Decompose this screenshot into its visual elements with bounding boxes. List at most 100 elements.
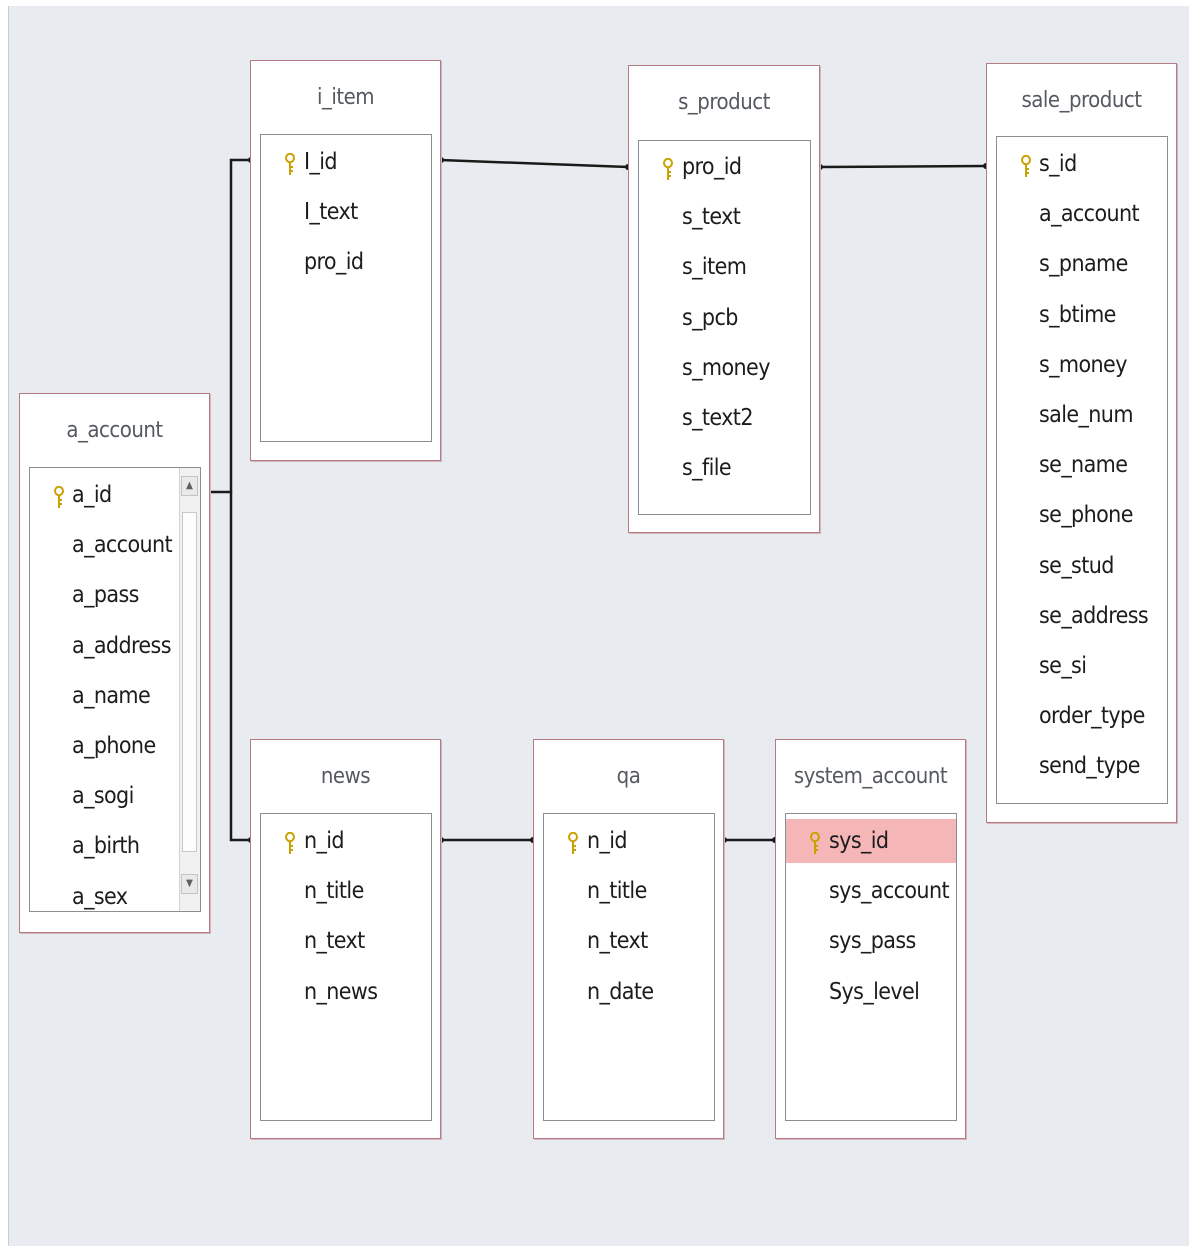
column-name: s_money [1039, 351, 1127, 378]
column-name: sys_account [829, 878, 950, 905]
column-row-s_money[interactable]: s_money [997, 343, 1167, 387]
column-row-s_file[interactable]: s_file [639, 446, 810, 490]
table-title: news [320, 764, 371, 789]
column-list: s_id a_account s_pname s_btime s_money sale_n… [996, 136, 1168, 804]
column-name: s_text2 [682, 405, 753, 431]
column-row-a_account[interactable]: a_account [30, 523, 180, 567]
column-row-n_text[interactable]: n_text [544, 919, 714, 963]
column-name: a_pass [72, 582, 139, 609]
column-row-s_pname[interactable]: s_pname [997, 242, 1167, 286]
column-name: sys_id [829, 828, 889, 854]
column-row-s_item[interactable]: s_item [639, 245, 810, 289]
column-row-s_text[interactable]: s_text [639, 195, 810, 239]
column-row-se_name[interactable]: se_name [997, 443, 1167, 487]
column-name: n_title [587, 878, 647, 905]
table-s_product[interactable]: s_product pro_id s_text s_item s_pcb s_money… [628, 65, 820, 533]
column-name: s_money [682, 354, 770, 381]
column-name: n_news [304, 978, 378, 1005]
column-row-n_title[interactable]: n_title [544, 869, 714, 913]
table-title: s_product [678, 90, 770, 115]
column-row-send_type[interactable]: send_type [997, 744, 1167, 788]
column-row-se_stud[interactable]: se_stud [997, 544, 1167, 588]
column-name: a_phone [72, 733, 156, 759]
column-row-a_id[interactable]: a_id [30, 473, 180, 517]
column-row-sys_account[interactable]: sys_account [786, 869, 956, 913]
column-row-n_date[interactable]: n_date [544, 970, 714, 1014]
column-row-se_phone[interactable]: se_phone [997, 493, 1167, 537]
scroll-thumb[interactable] [182, 512, 197, 852]
column-row-s_money[interactable]: s_money [639, 346, 810, 390]
column-row-Sys_level[interactable]: Sys_level [786, 970, 956, 1014]
column-row-a_birth[interactable]: a_birth [30, 824, 180, 868]
column-name: a_birth [72, 833, 140, 860]
column-name: a_sogi [72, 783, 134, 810]
column-name: a_account [1039, 201, 1140, 228]
column-row-se_si[interactable]: se_si [997, 644, 1167, 688]
column-list: a_id a_account a_pass a_address a_name a_phon… [29, 467, 201, 912]
column-name: s_file [682, 455, 732, 482]
column-name: se_address [1039, 602, 1149, 629]
column-list: pro_id s_text s_item s_pcb s_money s_text2 s_f… [638, 140, 811, 515]
scroll-down-button[interactable]: ▼ [181, 874, 198, 894]
column-row-pro_id[interactable]: pro_id [639, 145, 810, 189]
column-name: se_stud [1039, 552, 1114, 579]
scroll-up-button[interactable]: ▲ [181, 476, 198, 496]
column-name: se_si [1039, 653, 1087, 679]
column-row-s_pcb[interactable]: s_pcb [639, 296, 810, 340]
column-name: order_type [1039, 703, 1145, 730]
column-row-pro_id[interactable]: pro_id [261, 240, 431, 284]
primary-key-icon [810, 827, 820, 854]
column-row-n_text[interactable]: n_text [261, 919, 431, 963]
column-name: s_item [682, 254, 747, 281]
column-row-sys_id[interactable]: sys_id [786, 819, 956, 863]
column-row-se_address[interactable]: se_address [997, 594, 1167, 638]
scrollbar[interactable]: ▲ ▼ [179, 468, 200, 911]
column-name: a_address [72, 632, 171, 659]
column-name: se_phone [1039, 502, 1133, 529]
column-row-sale_num[interactable]: sale_num [997, 393, 1167, 437]
column-row-n_id[interactable]: n_id [544, 819, 714, 863]
column-row-a_pass[interactable]: a_pass [30, 573, 180, 617]
column-name: sale_num [1039, 402, 1133, 428]
primary-key-icon [663, 153, 673, 180]
primary-key-icon [285, 148, 295, 175]
column-name: s_id [1039, 151, 1077, 177]
column-name: sys_pass [829, 928, 916, 955]
column-name: s_pcb [682, 304, 738, 331]
column-name: pro_id [682, 154, 742, 180]
column-row-s_text2[interactable]: s_text2 [639, 396, 810, 440]
column-row-a_phone[interactable]: a_phone [30, 724, 180, 768]
column-row-a_name[interactable]: a_name [30, 674, 180, 718]
column-list: n_id n_title n_text n_news [260, 813, 432, 1121]
column-list: n_id n_title n_text n_date [543, 813, 715, 1121]
column-name: s_pname [1039, 251, 1128, 278]
column-row-order_type[interactable]: order_type [997, 694, 1167, 738]
column-row-n_news[interactable]: n_news [261, 970, 431, 1014]
column-row-I_text[interactable]: I_text [261, 190, 431, 234]
table-title: a_account [66, 418, 163, 443]
column-name: send_type [1039, 753, 1141, 780]
column-row-a_sex[interactable]: a_sex [30, 875, 180, 911]
column-name: Sys_level [829, 978, 920, 1005]
column-row-n_title[interactable]: n_title [261, 869, 431, 913]
column-name: n_id [587, 828, 628, 854]
column-row-s_btime[interactable]: s_btime [997, 293, 1167, 337]
column-row-I_id[interactable]: I_id [261, 140, 431, 184]
column-row-a_address[interactable]: a_address [30, 624, 180, 668]
table-news[interactable]: news n_id n_title n_text n_news [250, 739, 441, 1139]
column-row-n_id[interactable]: n_id [261, 819, 431, 863]
column-name: a_id [72, 482, 112, 508]
column-name: se_name [1039, 452, 1128, 479]
column-row-a_account[interactable]: a_account [997, 192, 1167, 236]
primary-key-icon [54, 481, 64, 508]
column-name: s_btime [1039, 301, 1116, 328]
column-row-sys_pass[interactable]: sys_pass [786, 919, 956, 963]
column-row-s_id[interactable]: s_id [997, 142, 1167, 186]
column-row-a_sogi[interactable]: a_sogi [30, 774, 180, 818]
